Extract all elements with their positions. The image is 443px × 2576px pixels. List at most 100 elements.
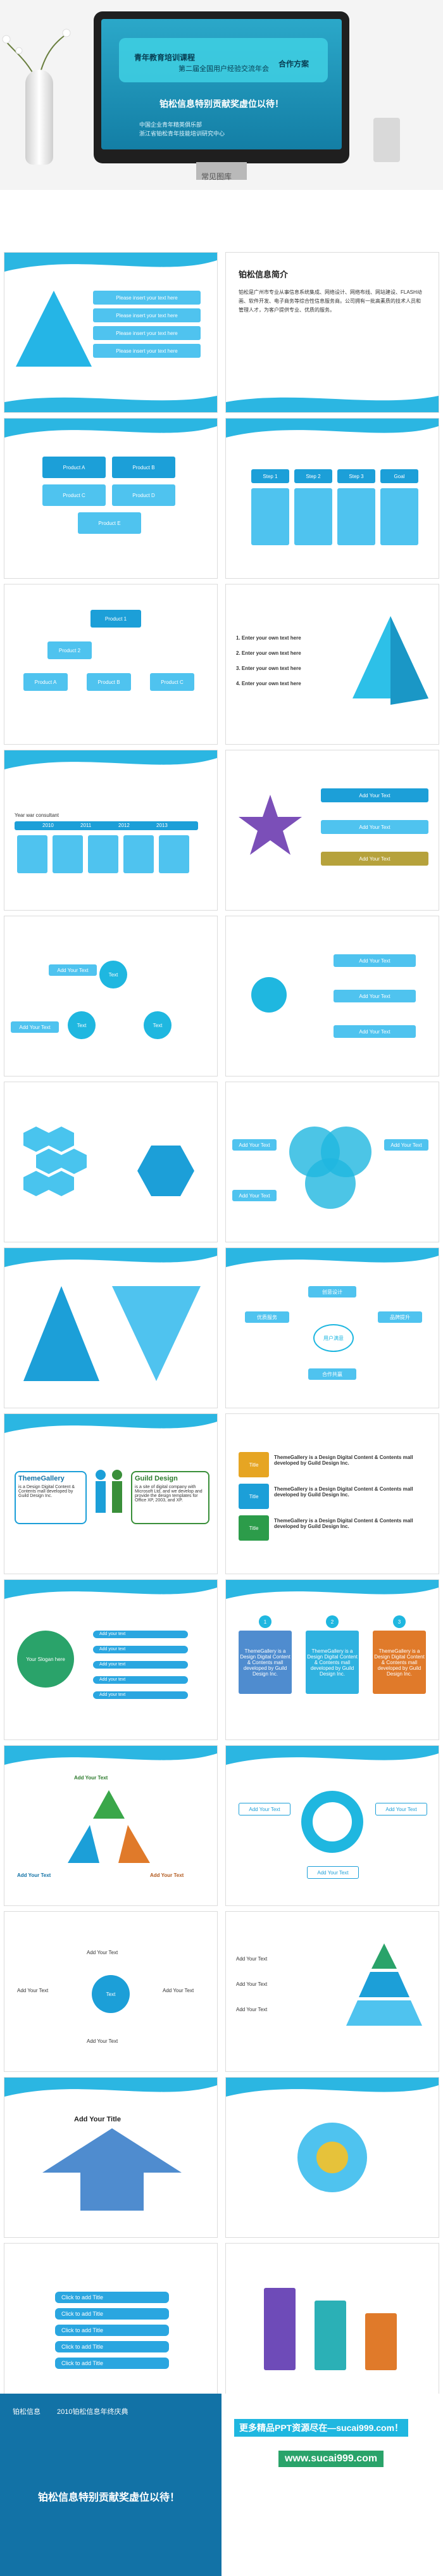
radial-center[interactable]: Text xyxy=(92,1975,130,2013)
slide-triangles[interactable] xyxy=(4,1247,218,1408)
slide-circles-network[interactable]: Text Text Text Add Your Text Add Your Te… xyxy=(4,916,218,1076)
org-node[interactable]: Product A xyxy=(23,673,68,691)
slide-3d-bars[interactable] xyxy=(225,2243,439,2404)
title-badge[interactable]: Title xyxy=(239,1452,269,1477)
title-pill[interactable]: Click to add Title xyxy=(55,2341,169,2352)
org-node[interactable]: Product B xyxy=(87,673,131,691)
number-card[interactable]: ThemeGallery is a Design Digital Content… xyxy=(306,1631,359,1694)
step-body[interactable] xyxy=(251,488,289,545)
label-box[interactable]: Add Your Text xyxy=(384,1139,428,1151)
title-badge[interactable]: Title xyxy=(239,1484,269,1509)
number-card[interactable]: ThemeGallery is a Design Digital Content… xyxy=(373,1631,426,1694)
mind-node[interactable]: 创意设计 xyxy=(308,1286,356,1297)
step-box[interactable]: Step 2 xyxy=(294,469,332,483)
node-circle[interactable]: Text xyxy=(99,961,127,988)
node-circle[interactable]: Text xyxy=(68,1011,96,1039)
label-box[interactable]: Add Your Text xyxy=(232,1139,277,1151)
product-box[interactable]: Product D xyxy=(112,484,175,506)
slide-circle-links[interactable]: Add Your Text Add Your Text Add Your Tex… xyxy=(225,916,439,1076)
slide-enter-list[interactable]: 1. Enter your own text here 2. Enter you… xyxy=(225,584,439,745)
product-box[interactable]: Product A xyxy=(42,457,106,478)
text-box[interactable]: Please insert your text here xyxy=(93,308,201,322)
title-badge[interactable]: Title xyxy=(239,1515,269,1541)
text-box[interactable]: Please insert your text here xyxy=(93,291,201,305)
text-bar[interactable]: Add your text xyxy=(93,1631,188,1638)
label-box[interactable]: Add Your Text xyxy=(49,964,97,976)
title-pill[interactable]: Click to add Title xyxy=(55,2308,169,2320)
step-body[interactable] xyxy=(294,488,332,545)
arrow-label[interactable]: Add Your Text xyxy=(321,852,428,866)
timeline-card[interactable] xyxy=(53,835,83,873)
text-box[interactable]: Please insert your text here xyxy=(93,344,201,358)
text-bar[interactable]: Add your text xyxy=(93,1661,188,1669)
label-box[interactable]: Add Your Text xyxy=(232,1190,277,1201)
promo-url[interactable]: www.sucai999.com xyxy=(278,2451,384,2467)
slide-click-titles[interactable]: Click to add Title Click to add Title Cl… xyxy=(4,2243,218,2404)
slide-hexagons[interactable] xyxy=(4,1082,218,1242)
step-body[interactable] xyxy=(337,488,375,545)
slide-org-chart[interactable]: Product 1 Product 2 Product A Product B … xyxy=(4,584,218,745)
center-node[interactable]: 用户满意 xyxy=(313,1324,354,1352)
slide-numbered-cards[interactable]: 1 2 3 ThemeGallery is a Design Digital C… xyxy=(225,1579,439,1740)
slide-radial[interactable]: Text Add Your Text Add Your Text Add You… xyxy=(4,1911,218,2072)
product-box[interactable]: Product B xyxy=(112,457,175,478)
slide-star-arrows[interactable]: Add Your Text Add Your Text Add Your Tex… xyxy=(225,750,439,911)
org-node[interactable]: Product C xyxy=(150,673,194,691)
product-box[interactable]: Product E xyxy=(78,512,141,534)
org-node[interactable]: Product 2 xyxy=(47,641,92,659)
slide-cycle[interactable]: Add Your Text Add Your Text Add Your Tex… xyxy=(225,1745,439,1906)
arrow-label[interactable]: Add Your Text xyxy=(321,788,428,802)
label-box[interactable]: Add Your Text xyxy=(375,1803,427,1815)
step-box[interactable]: Step 3 xyxy=(337,469,375,483)
slide-layered-pyramid[interactable]: Add Your Text Add Your Text Add Your Tex… xyxy=(225,1911,439,2072)
slide-slogan-circle[interactable]: Your Slogan here Add your text Add your … xyxy=(4,1579,218,1740)
title-pill[interactable]: Click to add Title xyxy=(55,2292,169,2303)
step-box[interactable]: Step 1 xyxy=(251,469,289,483)
mind-node[interactable]: 品牌提升 xyxy=(378,1311,422,1323)
title-pill[interactable]: Click to add Title xyxy=(55,2325,169,2336)
timeline-card[interactable] xyxy=(159,835,189,873)
number-card[interactable]: ThemeGallery is a Design Digital Content… xyxy=(239,1631,292,1694)
node-circle[interactable]: Text xyxy=(144,1011,172,1039)
text-bar[interactable]: Add your text xyxy=(93,1646,188,1653)
slide-product-grid[interactable]: Product A Product B Product C Product D … xyxy=(4,418,218,579)
label-box[interactable]: Add Your Text xyxy=(334,1025,416,1038)
slide-house-arrow[interactable]: Add Your Title xyxy=(4,2077,218,2238)
product-box[interactable]: Product C xyxy=(42,484,106,506)
slogan-circle[interactable]: Your Slogan here xyxy=(17,1631,74,1688)
label-box[interactable]: Add Your Text xyxy=(11,1021,59,1033)
slide-mindmap[interactable]: 用户满意 创意设计 优质服务 品牌提升 合作共赢 xyxy=(225,1247,439,1408)
slide-intro[interactable]: 铂松信息简介 铂松是广州市专业从事信息系统集成、网络设计、网络布线、网站建设、F… xyxy=(225,252,439,413)
timeline-card[interactable] xyxy=(17,835,47,873)
step-box[interactable]: Goal xyxy=(380,469,418,483)
arrow-label[interactable]: Add Your Text xyxy=(321,820,428,834)
step-body[interactable] xyxy=(380,488,418,545)
label-box[interactable]: Add Your Text xyxy=(307,1866,359,1879)
label-box[interactable]: Add Your Text xyxy=(334,990,416,1002)
promo-text[interactable]: 更多精品PPT资源尽在—sucai999.com！ xyxy=(234,2419,409,2437)
slide-steps[interactable]: Step 1 Step 2 Step 3 Goal xyxy=(225,418,439,579)
slide-timeline[interactable]: Year war consultant 2010 2011 2012 2013 xyxy=(4,750,218,911)
slide-wheel[interactable] xyxy=(225,2077,439,2238)
label-box[interactable]: Add Your Text xyxy=(334,954,416,967)
mind-node[interactable]: 优质服务 xyxy=(245,1311,289,1323)
slide-themegallery[interactable]: ThemeGallery is a Design Digital Content… xyxy=(4,1413,218,1574)
text-box[interactable]: Please insert your text here xyxy=(93,326,201,340)
slide-pyramid-boxes[interactable]: Please insert your text here Please inse… xyxy=(4,252,218,413)
title-pill[interactable]: Click to add Title xyxy=(55,2358,169,2369)
text-bar[interactable]: Add your text xyxy=(93,1676,188,1684)
org-node[interactable]: Product 1 xyxy=(90,610,141,628)
slide-title-rows[interactable]: Title ThemeGallery is a Design Digital C… xyxy=(225,1413,439,1574)
mind-node[interactable]: 合作共赢 xyxy=(308,1368,356,1380)
intro-paragraph: 铂松是广州市专业从事信息系统集成、网络设计、网络布线、网站建设、FLASH动画、… xyxy=(239,289,422,313)
info-card[interactable]: Guild Design is a site of digital compan… xyxy=(131,1471,209,1524)
text-bar[interactable]: Add your text xyxy=(93,1691,188,1699)
slide-venn[interactable]: Add Your Text Add Your Text Add Your Tex… xyxy=(225,1082,439,1242)
timeline-card[interactable] xyxy=(88,835,118,873)
timeline-bar xyxy=(15,821,198,830)
slide-recycle[interactable]: Add Your Text Add Your Text Add Your Tex… xyxy=(4,1745,218,1906)
info-card[interactable]: ThemeGallery is a Design Digital Content… xyxy=(15,1471,87,1524)
label-box[interactable]: Add Your Text xyxy=(239,1803,290,1815)
timeline-card[interactable] xyxy=(123,835,154,873)
timeline-title: Year war consultant xyxy=(15,812,59,818)
